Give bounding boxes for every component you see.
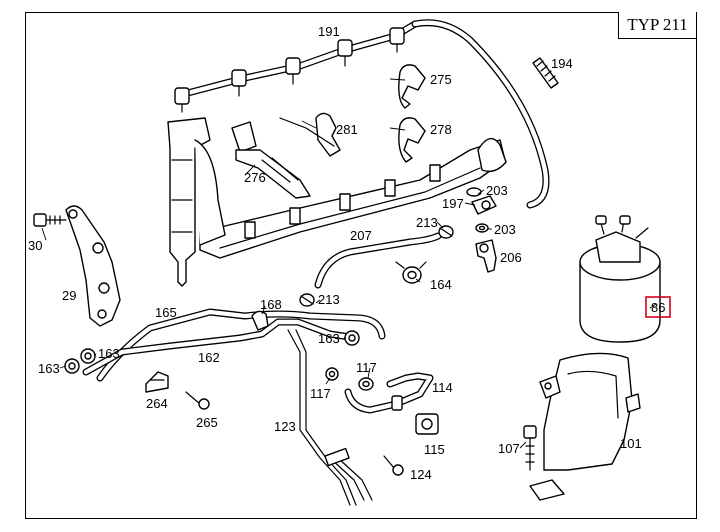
part-203-washer-lower [475, 223, 489, 233]
callout-86: 86 [651, 300, 665, 315]
callout-278: 278 [430, 122, 452, 137]
part-206-banjo-fitting [475, 239, 497, 273]
part-164-clamp [395, 261, 427, 284]
callout-114: 114 [432, 380, 453, 395]
callout-203-upper: 203 [486, 183, 508, 198]
part-114-hose [344, 372, 434, 414]
part-265-bolt [185, 391, 210, 410]
rail-injector-stubs [244, 164, 441, 239]
callout-206: 206 [500, 250, 522, 265]
callout-117-right: 117 [356, 360, 377, 375]
part-163-clamp-c [344, 330, 360, 346]
part-213-clamp-lower [299, 293, 315, 307]
part-207-hose [314, 232, 442, 289]
callout-276: 276 [244, 170, 266, 185]
part-117-clamp-upper [325, 367, 339, 381]
callout-191: 191 [318, 24, 340, 39]
callout-275: 275 [430, 72, 452, 87]
fuel-rail-assembly [167, 19, 550, 287]
part-194-hose-stub [532, 57, 559, 89]
callout-164: 164 [430, 277, 452, 292]
callout-123: 123 [274, 419, 296, 434]
part-275-clip [398, 64, 426, 109]
callout-265: 265 [196, 415, 218, 430]
callout-207: 207 [350, 228, 372, 243]
part-203-washer-upper [466, 187, 482, 197]
part-29-bracket [65, 205, 121, 327]
callout-213-upper: 213 [416, 215, 438, 230]
callout-115: 115 [424, 442, 445, 457]
callout-194: 194 [551, 56, 573, 71]
callout-163-right: 163 [318, 331, 340, 346]
part-124-bolt [383, 455, 404, 476]
callout-213-lower: 213 [318, 292, 340, 307]
part-117-clamp-lower [358, 377, 374, 391]
part-163-clamp-a [64, 358, 80, 374]
part-168-clamp [251, 310, 269, 331]
callout-107: 107 [498, 441, 520, 456]
callout-labels: 191 194 275 281 278 276 203 197 203 213 … [28, 24, 642, 482]
part-30-bolt [33, 213, 67, 227]
callout-163-left: 163 [38, 361, 60, 376]
callout-281: 281 [336, 122, 358, 137]
callout-117-left: 117 [310, 386, 331, 401]
part-276-bracket [231, 121, 311, 199]
callout-86-highlight[interactable]: 86 [645, 296, 671, 318]
callout-162: 162 [198, 350, 220, 365]
callout-30: 30 [28, 238, 42, 253]
part-264-holder [145, 371, 169, 393]
part-281-clamp [279, 112, 341, 157]
part-197-banjo-bolt [471, 195, 497, 215]
part-278-clip [398, 117, 426, 163]
callout-163-middle: 163 [98, 346, 120, 361]
part-162-fuel-line [82, 318, 360, 376]
part-163-clamp-b [80, 348, 96, 364]
highlight-box-86 [645, 296, 671, 318]
part-101-filter-bracket [529, 352, 641, 501]
part-115-grommet [415, 413, 439, 435]
callout-264: 264 [146, 396, 168, 411]
callout-29: 29 [62, 288, 76, 303]
leader-lines [41, 78, 657, 449]
part-86-fuel-filter [579, 215, 661, 343]
callout-168: 168 [260, 297, 282, 312]
callout-101: 101 [620, 436, 642, 451]
rail-fittings [174, 27, 405, 113]
part-123-twin-lines [287, 329, 373, 506]
callout-197: 197 [442, 196, 464, 211]
callout-165: 165 [155, 305, 177, 320]
vehicle-type-label: TYP 211 [618, 12, 696, 39]
callout-203-lower: 203 [494, 222, 516, 237]
callout-124: 124 [410, 467, 432, 482]
part-107-bolt [523, 425, 537, 471]
part-213-clamp-upper [438, 225, 454, 239]
diagram-frame [25, 12, 697, 519]
